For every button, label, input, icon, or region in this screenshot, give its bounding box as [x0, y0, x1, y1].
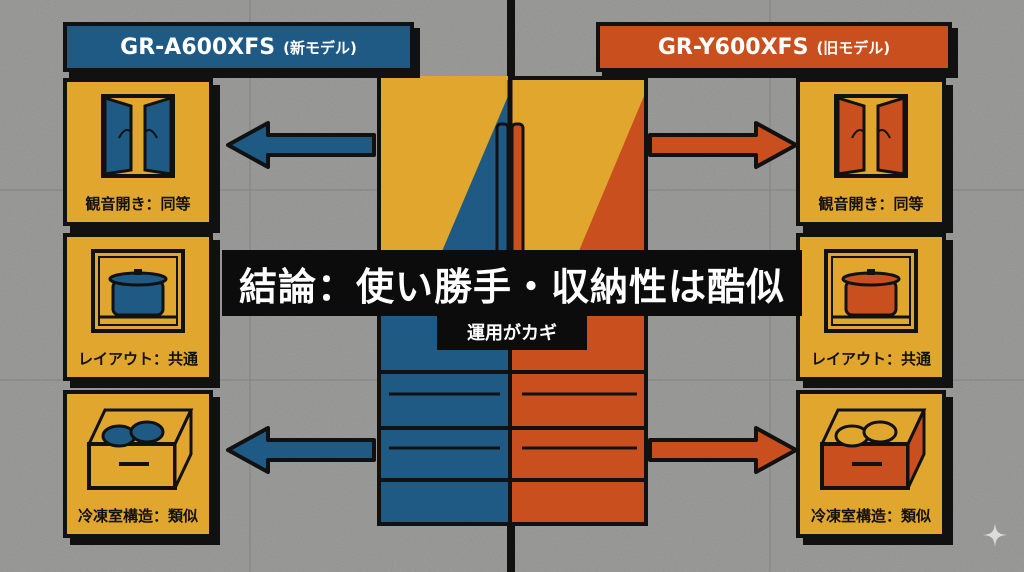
left-arrow-top: [226, 121, 376, 169]
right-feature-card-doors: 観音開き：同等: [796, 78, 946, 226]
freezer-drawer-icon: [819, 408, 927, 490]
left-feature-label-doors: 観音開き：同等: [85, 195, 191, 213]
left-feature-card-freezer: 冷凍室構造：類似: [63, 390, 213, 538]
right-model-header: GR-Y600XFS (旧モデル): [596, 22, 952, 72]
french-door-icon: [834, 94, 908, 178]
right-model-name: GR-Y600XFS: [657, 34, 809, 60]
right-model-tag: (旧モデル): [816, 38, 891, 57]
left-model-name: GR-A600XFS: [120, 34, 276, 60]
left-feature-card-layout: レイアウト：共通: [63, 233, 213, 381]
pot-in-shelf-icon: [91, 249, 185, 333]
right-arrow-top: [648, 121, 798, 169]
right-arrow-bottom: [648, 426, 798, 474]
right-feature-label-layout: レイアウト：共通: [810, 350, 931, 368]
freezer-drawer-icon: [86, 408, 194, 490]
left-model-header: GR-A600XFS (新モデル): [63, 22, 414, 72]
right-feature-label-freezer: 冷凍室構造：類似: [810, 507, 931, 525]
right-feature-card-layout: レイアウト：共通: [796, 233, 946, 381]
french-door-icon: [101, 94, 175, 178]
left-feature-label-layout: レイアウト：共通: [77, 350, 198, 368]
right-feature-label-doors: 観音開き：同等: [818, 195, 924, 213]
left-feature-label-freezer: 冷凍室構造：類似: [77, 507, 198, 525]
conclusion-headline: 結論：使い勝手・収納性は酷似: [222, 250, 802, 316]
left-feature-card-doors: 観音開き：同等: [63, 78, 213, 226]
sparkle-icon: [983, 523, 1007, 547]
left-model-tag: (新モデル): [283, 38, 357, 57]
left-arrow-bottom: [226, 426, 376, 474]
pot-in-shelf-icon: [824, 249, 918, 333]
right-feature-card-freezer: 冷凍室構造：類似: [796, 390, 946, 538]
conclusion-subline: 運用がカギ: [437, 314, 587, 350]
